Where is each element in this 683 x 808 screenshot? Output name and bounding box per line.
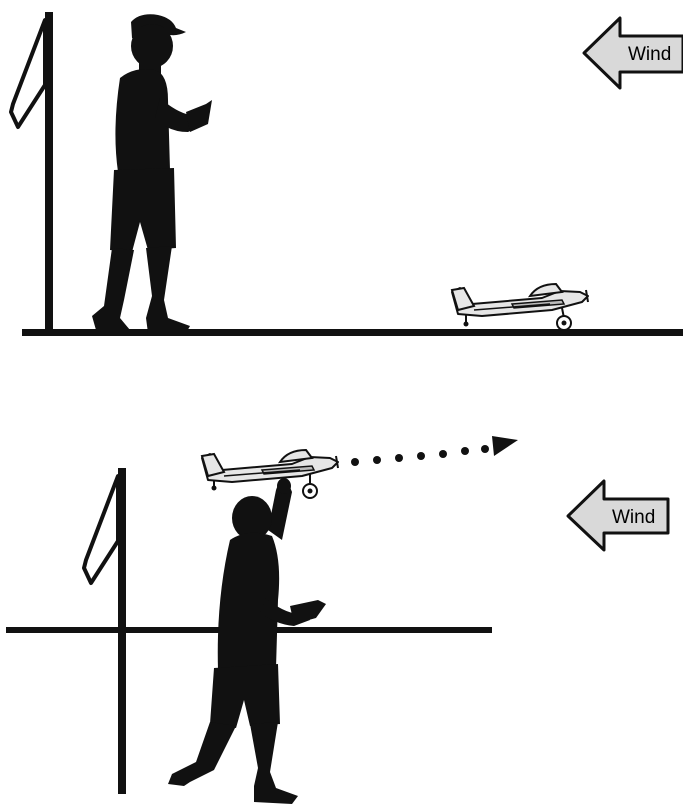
pilot-launching-icon (168, 478, 326, 804)
top-panel: Wind (11, 12, 683, 336)
windsock-pole-icon (11, 12, 53, 332)
bottom-panel: Wind (6, 436, 668, 804)
wind-arrow-icon: Wind (584, 18, 683, 88)
flight-path-arrow-icon (351, 436, 518, 466)
wind-arrow-icon: Wind (568, 481, 668, 550)
wind-label: Wind (628, 44, 671, 65)
ground-line (22, 329, 683, 336)
rc-airplane-icon (452, 284, 588, 330)
rc-airplane-icon (202, 450, 338, 498)
pilot-silhouette-icon (92, 14, 212, 333)
wind-label: Wind (612, 507, 655, 528)
